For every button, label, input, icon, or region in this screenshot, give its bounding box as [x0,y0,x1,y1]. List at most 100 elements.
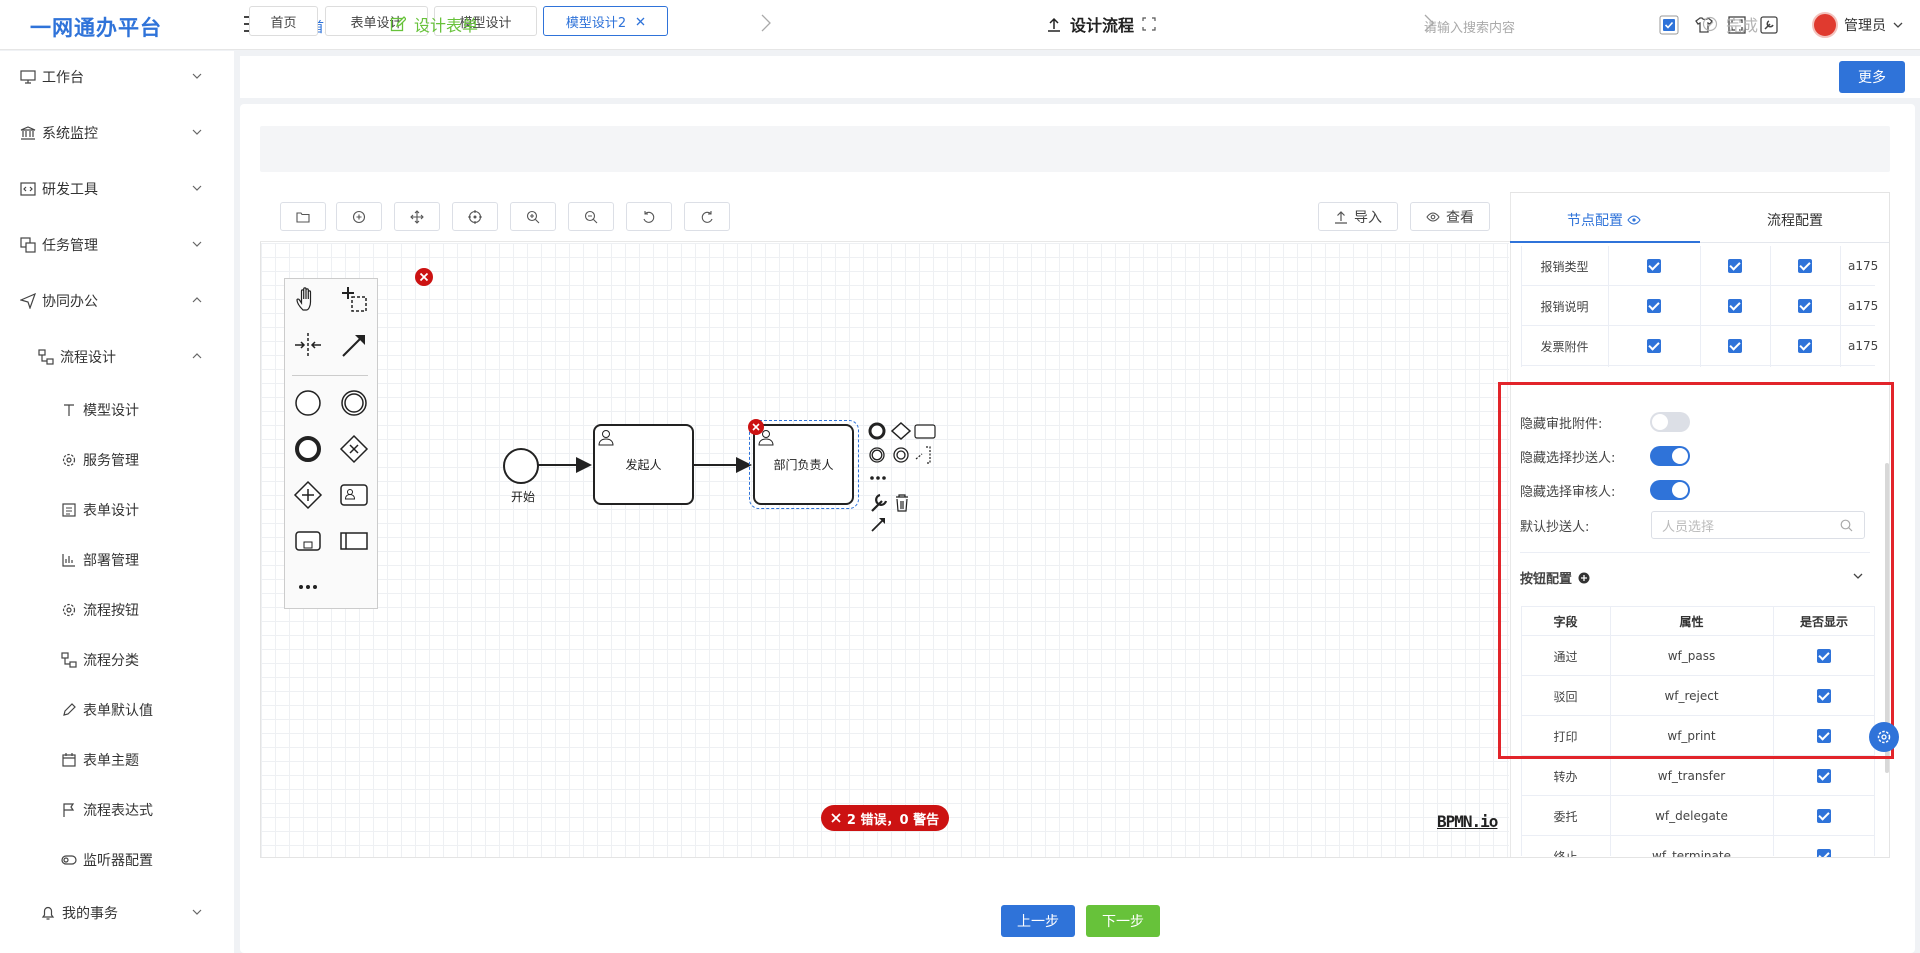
fit-view-button[interactable] [452,202,498,231]
scrollbar[interactable] [1885,463,1889,773]
sidebar-subitem-form-theme[interactable]: 表单主题 [0,740,234,780]
sidebar-subitem-flow-expression[interactable]: 流程表达式 [0,790,234,830]
tab-model-design-2[interactable]: 模型设计2 [543,6,668,36]
sidebar-subitem-service[interactable]: 服务管理 [0,440,234,480]
more-button[interactable]: 更多 [1839,61,1905,93]
show-checkbox[interactable] [1817,729,1831,743]
sidebar-subitem-flow-category[interactable]: 流程分类 [0,640,234,680]
tab-home[interactable]: 首页 [249,6,318,36]
sidebar-subitem-flow-buttons[interactable]: 流程按钮 [0,590,234,630]
end-event-icon[interactable] [293,434,323,464]
prev-step-button[interactable]: 上一步 [1001,905,1075,937]
tab-process-config[interactable]: 流程配置 [1767,213,1823,229]
table-row: 驳回 wf_reject [1521,676,1875,716]
error-marker-icon[interactable] [747,418,765,436]
show-checkbox[interactable] [1817,649,1831,663]
tool-icon[interactable] [1759,15,1779,35]
properties-panel [1510,193,1889,857]
context-pad[interactable] [868,421,942,533]
sidebar-subitem-form-default[interactable]: 表单默认值 [0,690,234,730]
tab-model-design[interactable]: 模型设计 [434,6,537,36]
hand-tool-icon[interactable] [293,284,323,314]
parallel-gateway-icon[interactable] [293,480,323,510]
hide-auditor-switch[interactable] [1650,480,1690,500]
user-task-icon[interactable] [339,480,369,510]
hide-cc-switch[interactable] [1650,446,1690,466]
checkbox[interactable] [1798,299,1812,313]
sidebar-item-collab[interactable]: 协同办公 [0,281,234,321]
default-cc-input[interactable]: 人员选择 [1651,511,1865,539]
tab-form-design[interactable]: 表单设计 [325,6,428,36]
zoom-in-button[interactable] [510,202,556,231]
close-icon[interactable] [414,267,434,287]
pool-icon[interactable] [339,526,369,556]
lint-error-badge[interactable]: 2 错误，0 警告 [821,805,949,831]
table-row: 打印 wf_print [1521,716,1875,756]
sidebar-item-flow-design[interactable]: 流程设计 [0,337,234,377]
connect-tool-icon[interactable] [339,330,369,360]
search-input[interactable]: 请输入搜索内容 [1424,21,1516,36]
checkbox[interactable] [1647,299,1661,313]
sidebar-item-tasks[interactable]: 任务管理 [0,225,234,265]
checkbox[interactable] [1728,299,1742,313]
sidebar-item-monitor[interactable]: 系统监控 [0,113,234,153]
import-button[interactable]: 导入 [1318,202,1398,231]
zoom-out-button[interactable] [568,202,614,231]
bpmn-canvas[interactable] [261,243,1509,857]
step-design-flow[interactable]: 设计流程 [1046,12,1156,36]
checkbox[interactable] [1798,339,1812,353]
show-checkbox[interactable] [1817,769,1831,783]
chevron-down-icon[interactable] [1852,570,1864,582]
more-icon[interactable] [293,572,323,602]
intermediate-event-icon[interactable] [339,388,369,418]
settings-fab[interactable] [1869,722,1899,752]
space-tool-icon[interactable] [293,330,323,360]
start-event-icon[interactable] [293,388,323,418]
table-row: 委托 wf_delegate [1521,796,1875,836]
sidebar-item-my-affairs[interactable]: 我的事务 [0,893,234,933]
hide-attachment-switch[interactable] [1650,412,1690,432]
redo-button[interactable] [684,202,730,231]
step-finish[interactable]: 完成 [1702,12,1758,36]
start-event[interactable] [502,447,540,485]
fullscreen-icon[interactable] [1142,17,1156,31]
fullscreen-icon[interactable] [1727,15,1747,35]
checkbox[interactable] [1647,259,1661,273]
user-task-dept-head[interactable]: 部门负责人 [753,424,854,505]
user-menu[interactable]: 管理员 [1812,12,1904,38]
checkbox[interactable] [1728,339,1742,353]
tab-node-config[interactable]: 节点配置 [1567,210,1641,230]
step-design-form[interactable]: 设计表单 [390,12,478,36]
exclusive-gateway-icon[interactable] [339,434,369,464]
sidebar-item-workbench[interactable]: 工作台 [0,57,234,97]
sidebar-subitem-form-design[interactable]: 表单设计 [0,490,234,530]
bpmn-io-logo[interactable]: BPMN.io [1437,812,1498,831]
subprocess-icon[interactable] [293,526,323,556]
user-task-initiator[interactable]: 发起人 [593,424,694,505]
button-config-header[interactable]: 按钮配置 [1520,568,1590,587]
create-button[interactable] [336,202,382,231]
show-checkbox[interactable] [1817,849,1831,857]
lasso-tool-icon[interactable] [339,284,369,314]
show-checkbox[interactable] [1817,809,1831,823]
checkbox[interactable] [1647,339,1661,353]
sidebar-item-devtools[interactable]: 研发工具 [0,169,234,209]
table-border [1521,246,1522,367]
checkbox[interactable] [1728,259,1742,273]
close-icon[interactable] [636,17,645,26]
view-button[interactable]: 查看 [1410,202,1490,231]
undo-button[interactable] [626,202,672,231]
next-step-button[interactable]: 下一步 [1086,905,1160,937]
move-button[interactable] [394,202,440,231]
hide-auditor-label: 隐藏选择审核人: [1520,485,1616,500]
checkbox-icon[interactable] [1659,15,1679,35]
show-checkbox[interactable] [1817,689,1831,703]
sidebar-subitem-deploy[interactable]: 部署管理 [0,540,234,580]
checkbox[interactable] [1798,259,1812,273]
search-icon [1840,519,1853,532]
zoom-out-icon [584,210,598,223]
sidebar-subitem-listener[interactable]: 监听器配置 [0,840,234,880]
open-file-button[interactable] [280,202,326,231]
sidebar-subitem-model-design[interactable]: 模型设计 [0,390,234,430]
plus-circle-icon[interactable] [1578,572,1590,584]
